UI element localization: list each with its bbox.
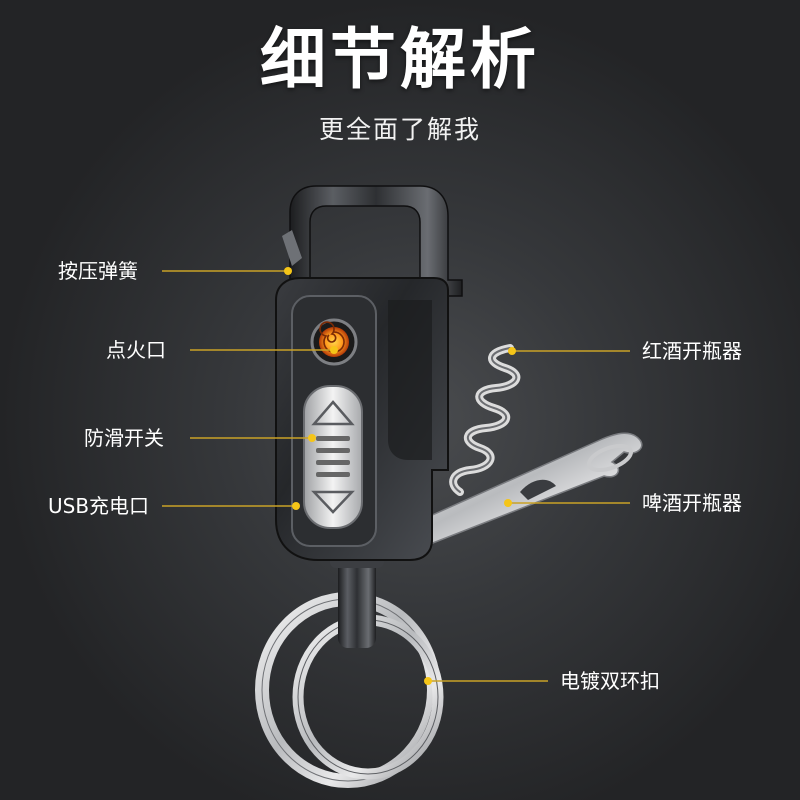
callout-label-beer-opener: 啤酒开瓶器 — [642, 491, 742, 515]
slide-switch — [303, 385, 363, 529]
ring-connector — [338, 558, 376, 648]
callout-label-wine-opener: 红酒开瓶器 — [642, 339, 742, 363]
callout-label-spring: 按压弹簧 — [58, 259, 138, 283]
callout-dots — [284, 267, 516, 685]
page-title: 细节解析 — [260, 21, 540, 98]
callout-leaders — [162, 270, 630, 682]
callout-label-key-rings: 电镀双环扣 — [560, 669, 660, 693]
carabiner-clip — [282, 185, 463, 301]
page-subtitle: 更全面了解我 — [318, 115, 481, 144]
callout-label-ignition: 点火口 — [106, 338, 166, 362]
ignition-coil — [310, 318, 358, 366]
corkscrew-spiral — [449, 344, 521, 496]
callout-label-slide-switch: 防滑开关 — [84, 426, 164, 450]
callout-label-usb-port: USB充电口 — [48, 494, 150, 518]
